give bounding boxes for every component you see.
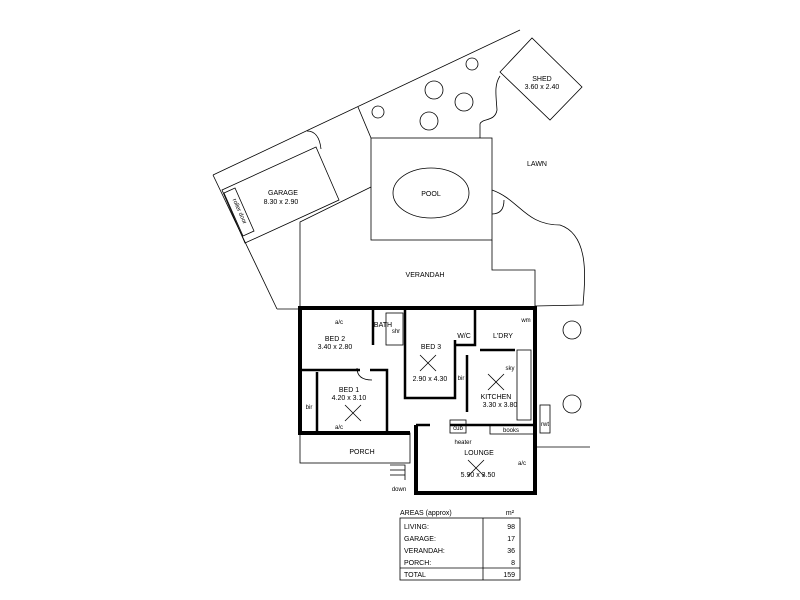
lounge-size: 5.90 x 3.50 <box>461 472 496 479</box>
shed-size: 3.60 x 2.40 <box>525 84 560 91</box>
house <box>298 306 590 495</box>
tree-icon <box>465 57 479 71</box>
cub-label: cub <box>453 426 463 432</box>
sky-label: sky <box>506 366 515 372</box>
tree-icon <box>419 111 439 131</box>
bath-label: BATH <box>374 322 392 329</box>
ac-label: a/c <box>518 461 526 467</box>
room-labels: a/c BED 2 3.40 x 2.80 BATH shr BED 3 2.9… <box>306 318 550 493</box>
areas-title: AREAS (approx) <box>400 510 452 517</box>
lawn-label: LAWN <box>527 161 547 168</box>
bed2-size: 3.40 x 2.80 <box>318 344 353 351</box>
area-value: 98 <box>507 524 515 531</box>
verandah-label: VERANDAH <box>406 272 445 279</box>
area-label: PORCH: <box>404 560 431 567</box>
rwt <box>539 404 551 434</box>
bir-label: bir <box>306 405 313 411</box>
area-value: 8 <box>511 560 515 567</box>
ceiling-fan-icon <box>344 354 505 477</box>
bed1-size: 4.20 x 3.10 <box>332 395 367 402</box>
garage-label: GARAGE <box>268 190 298 197</box>
shed-label: SHED <box>532 76 551 83</box>
kitchen-label: KITCHEN <box>481 394 512 401</box>
kitchen-size: 3.30 x 3.80 <box>483 402 518 409</box>
tree-icon <box>562 320 582 340</box>
shed: SHED 3.60 x 2.40 <box>499 37 583 121</box>
total-value: 159 <box>503 572 515 579</box>
porch-label: PORCH <box>349 449 374 456</box>
cub <box>449 419 467 434</box>
total-label: TOTAL <box>404 572 426 579</box>
bir-label: bir <box>458 376 465 382</box>
area-label: VERANDAH: <box>404 548 445 555</box>
trees <box>371 57 582 414</box>
tree-icon <box>424 80 444 100</box>
lawn: LAWN <box>479 75 585 307</box>
areas-table: AREAS (approx) m² LIVING: 98 GARAGE: 17 … <box>399 510 521 581</box>
roller-door-label: roller door <box>231 198 247 225</box>
areas-unit: m² <box>506 510 515 517</box>
down-label: down <box>392 487 406 493</box>
heater-label: heater <box>454 440 471 446</box>
tree-icon <box>454 92 474 112</box>
kitchen-bench <box>516 349 532 421</box>
area-label: LIVING: <box>404 524 429 531</box>
bed3-size: 2.90 x 4.30 <box>413 376 448 383</box>
ac-label: a/c <box>335 320 343 326</box>
pool-label: POOL <box>421 191 441 198</box>
laundry-label: L'DRY <box>493 333 513 340</box>
tree-icon <box>371 105 385 119</box>
ac-label: a/c <box>335 425 343 431</box>
wm-label: wm <box>520 318 530 324</box>
bed2-label: BED 2 <box>325 336 345 343</box>
porch <box>299 432 411 464</box>
site-boundary <box>212 29 521 310</box>
area-value: 36 <box>507 548 515 555</box>
bed3-label: BED 3 <box>421 344 441 351</box>
rwt-label: rwt <box>541 422 549 428</box>
shr-label: shr <box>392 329 400 335</box>
area-label: GARAGE: <box>404 536 436 543</box>
garage: roller door GARAGE 8.30 x 2.90 <box>221 146 340 244</box>
tree-icon <box>562 394 582 414</box>
wc-label: W/C <box>457 333 471 340</box>
books <box>489 424 536 435</box>
pool-area: POOL <box>370 137 505 241</box>
garage-size: 8.30 x 2.90 <box>264 199 299 206</box>
books-label: books <box>503 428 519 434</box>
lounge-label: LOUNGE <box>464 450 494 457</box>
verandah: VERANDAH <box>299 186 536 309</box>
area-value: 17 <box>507 536 515 543</box>
bed1-label: BED 1 <box>339 387 359 394</box>
bath-tub <box>385 312 404 346</box>
